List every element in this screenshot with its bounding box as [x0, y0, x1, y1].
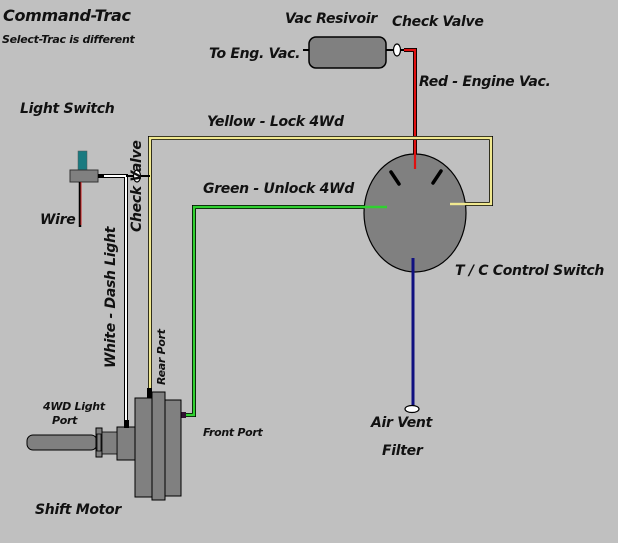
- to-eng-vac-label: To Eng. Vac.: [209, 46, 301, 62]
- shift-motor-body-c: [164, 399, 182, 497]
- front-port-label: Front Port: [203, 426, 263, 439]
- switch-port-mark-left: [389, 170, 401, 186]
- diagram-title: Command-Trac: [3, 6, 131, 25]
- check-valve-side-label: Check Valve: [129, 140, 145, 232]
- air-vent-label-2: Filter: [382, 443, 423, 459]
- air-vent-label-1: Air Vent: [371, 415, 432, 431]
- green-line-label: Green - Unlock 4Wd: [203, 181, 354, 197]
- tc-control-switch: [363, 153, 467, 273]
- check-valve-side: [132, 169, 142, 183]
- yellow-line-label: Yellow - Lock 4Wd: [207, 114, 344, 130]
- shift-motor-label: Shift Motor: [35, 502, 121, 518]
- green-unlock-4wd-line: [183, 205, 387, 417]
- switch-port-mark-right: [431, 169, 443, 185]
- front-port-stub: [180, 412, 186, 418]
- light-switch-knob: [77, 150, 88, 171]
- light-switch-label: Light Switch: [20, 101, 115, 117]
- red-line-label: Red - Engine Vac.: [419, 74, 551, 90]
- light-port-label-1: 4WD Light: [43, 400, 105, 413]
- vac-reservoir: [308, 36, 387, 69]
- shift-motor-shaft: [26, 434, 98, 451]
- light-port-label-2: Port: [52, 414, 78, 427]
- shift-motor-body-b: [151, 391, 166, 501]
- check-valve-top-label: Check Valve: [392, 14, 484, 30]
- rear-port-stub: [147, 388, 152, 398]
- shift-motor-neck: [116, 426, 137, 461]
- white-line-label: White - Dash Light: [103, 226, 119, 368]
- rear-port-label: Rear Port: [155, 329, 168, 385]
- air-vent-filter: [404, 404, 420, 414]
- tc-control-switch-label: T / C Control Switch: [455, 263, 605, 279]
- check-valve-top: [392, 43, 402, 57]
- vac-reservoir-label: Vac Resivoir: [285, 11, 377, 27]
- red-engine-vac-line: [404, 48, 417, 169]
- wire-label: Wire: [40, 212, 76, 228]
- shift-motor-body-a: [134, 397, 153, 498]
- switch-terminal: [98, 174, 104, 178]
- light-port-stub: [124, 420, 129, 428]
- diagram-subtitle: Select-Trac is different: [2, 33, 135, 46]
- light-switch-body: [69, 169, 99, 183]
